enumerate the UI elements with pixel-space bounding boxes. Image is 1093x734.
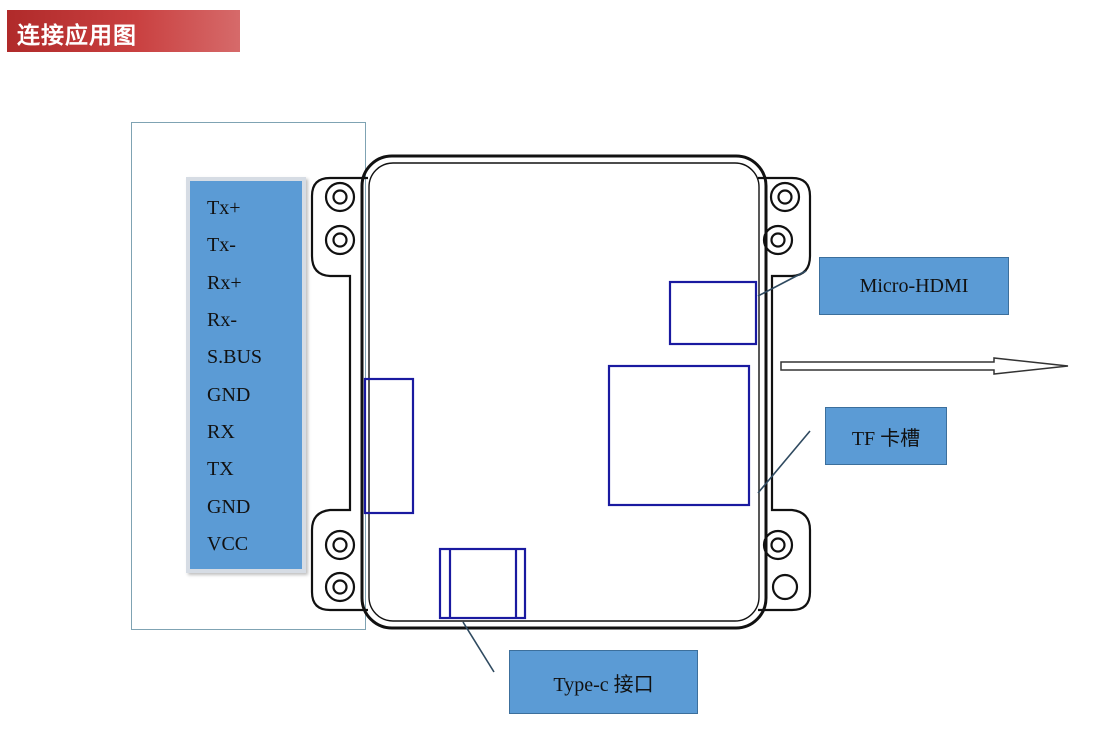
mounting-holes-left — [310, 176, 368, 612]
pin-label: S.BUS — [207, 346, 263, 368]
typec-port — [438, 547, 527, 620]
pin-label: Rx- — [207, 309, 237, 331]
callout-micro-hdmi: Micro-HDMI — [819, 257, 1009, 315]
arrow-icon — [780, 357, 1069, 375]
pin-label: GND — [207, 384, 251, 406]
callout-tf-slot: TF 卡槽 — [825, 407, 947, 465]
pin-label: RX — [207, 421, 235, 443]
section-title-bar: 连接应用图 — [7, 10, 240, 52]
pin-label: Tx- — [207, 234, 236, 256]
pin-label: Tx+ — [207, 197, 241, 219]
tf-slot — [607, 364, 751, 507]
side-connector — [363, 377, 415, 515]
pin-label: VCC — [207, 533, 249, 555]
hdmi-port — [668, 280, 758, 346]
board-components — [363, 280, 758, 620]
pin-label: GND — [207, 496, 251, 518]
leader-lines — [462, 270, 811, 673]
mounting-holes-right — [758, 176, 812, 612]
board-outline — [360, 154, 768, 630]
pinout-panel: Tx+ Tx- Rx+ Rx- S.BUS GND RX TX GND VCC — [186, 177, 306, 573]
pin-frame — [131, 122, 366, 630]
section-title: 连接应用图 — [17, 23, 137, 49]
callout-typec: Type-c 接口 — [509, 650, 698, 714]
pin-label: Rx+ — [207, 272, 242, 294]
pin-label: TX — [207, 458, 234, 480]
